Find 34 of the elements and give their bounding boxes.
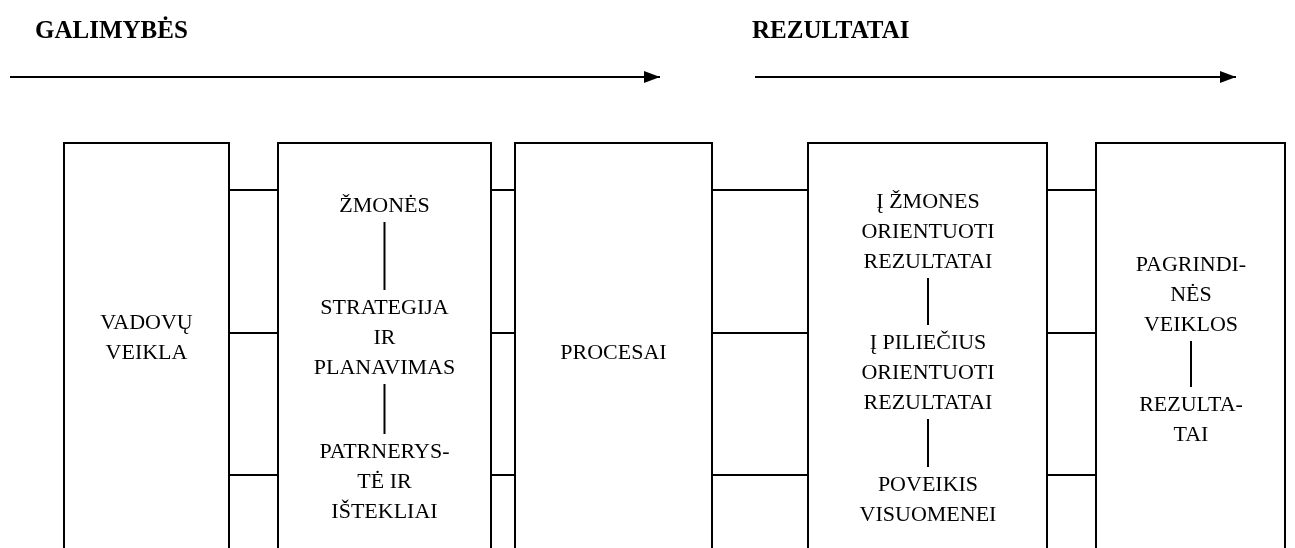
connector-line: [711, 332, 809, 334]
section-heading: GALIMYBĖS: [35, 16, 188, 44]
column-box: [514, 142, 713, 548]
connector-line: [490, 474, 516, 476]
connector-line: [1190, 340, 1192, 388]
node-label: Į ŽMONES ORIENTUOTI REZULTATAI: [857, 186, 999, 276]
column-box: [277, 142, 492, 548]
node-label: STRATEGIJA IR PLANAVIMAS: [312, 292, 457, 382]
column-title: VADOVŲ VEIKLA: [99, 308, 194, 366]
connector-line: [383, 383, 386, 435]
node-label: ŽMONĖS: [312, 190, 457, 220]
connector-line: [228, 189, 279, 191]
connector-line: [383, 221, 386, 291]
connector-line: [1046, 332, 1097, 334]
section-heading: REZULTATAI: [752, 16, 910, 44]
connector-line: [490, 189, 516, 191]
node-label: Į PILIEČIUS ORIENTUOTI REZULTATAI: [857, 327, 999, 417]
node-label: PATRNERYS- TĖ IR IŠTEKLIAI: [312, 436, 457, 526]
connector-line: [927, 277, 929, 326]
column-box: [807, 142, 1048, 548]
column-box: [63, 142, 230, 548]
node-label: POVEIKIS VISUOMENEI: [857, 469, 999, 529]
connector-line: [1046, 189, 1097, 191]
node-label: PAGRINDI- NĖS VEIKLOS: [1130, 249, 1252, 339]
connector-line: [490, 332, 516, 334]
column-title: PROCESAI: [559, 338, 668, 366]
connector-line: [927, 418, 929, 468]
connector-line: [711, 474, 809, 476]
connector-line: [228, 474, 279, 476]
connector-line: [228, 332, 279, 334]
node-label: REZULTA- TAI: [1130, 389, 1252, 449]
connector-line: [1046, 474, 1097, 476]
connector-line: [711, 189, 809, 191]
column-box: [1095, 142, 1286, 548]
